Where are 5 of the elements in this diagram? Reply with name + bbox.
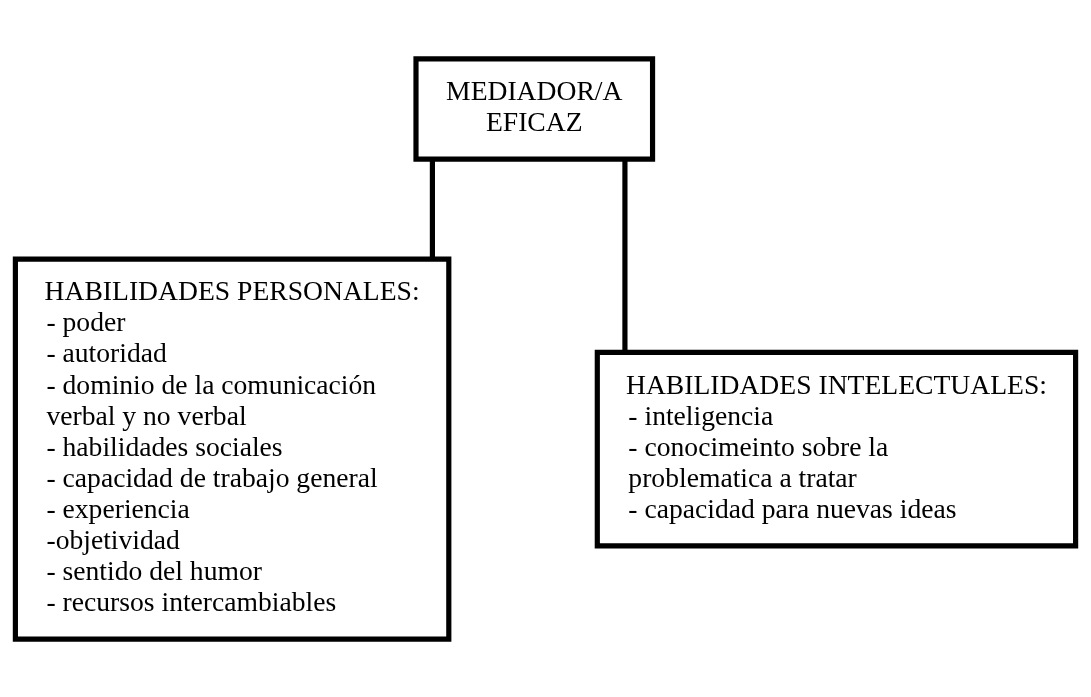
connector [622, 158, 628, 352]
node-box: HABILIDADES PERSONALES: - poder - autoridad - dominio de la comunicación verbal y no verbal - habilidades sociales - capacidad de trabajo general - experiencia -objetividad - sentido del humor - recursos intercambiables [12, 256, 452, 642]
connector [429, 158, 435, 259]
node-box: HABILIDADES INTELECTUALES: - inteligencia - conocimeinto sobre la problematica a tratar - capacidad para nuevas ideas [594, 349, 1079, 548]
node-box: MEDIADOR/A EFICAZ [413, 55, 656, 162]
